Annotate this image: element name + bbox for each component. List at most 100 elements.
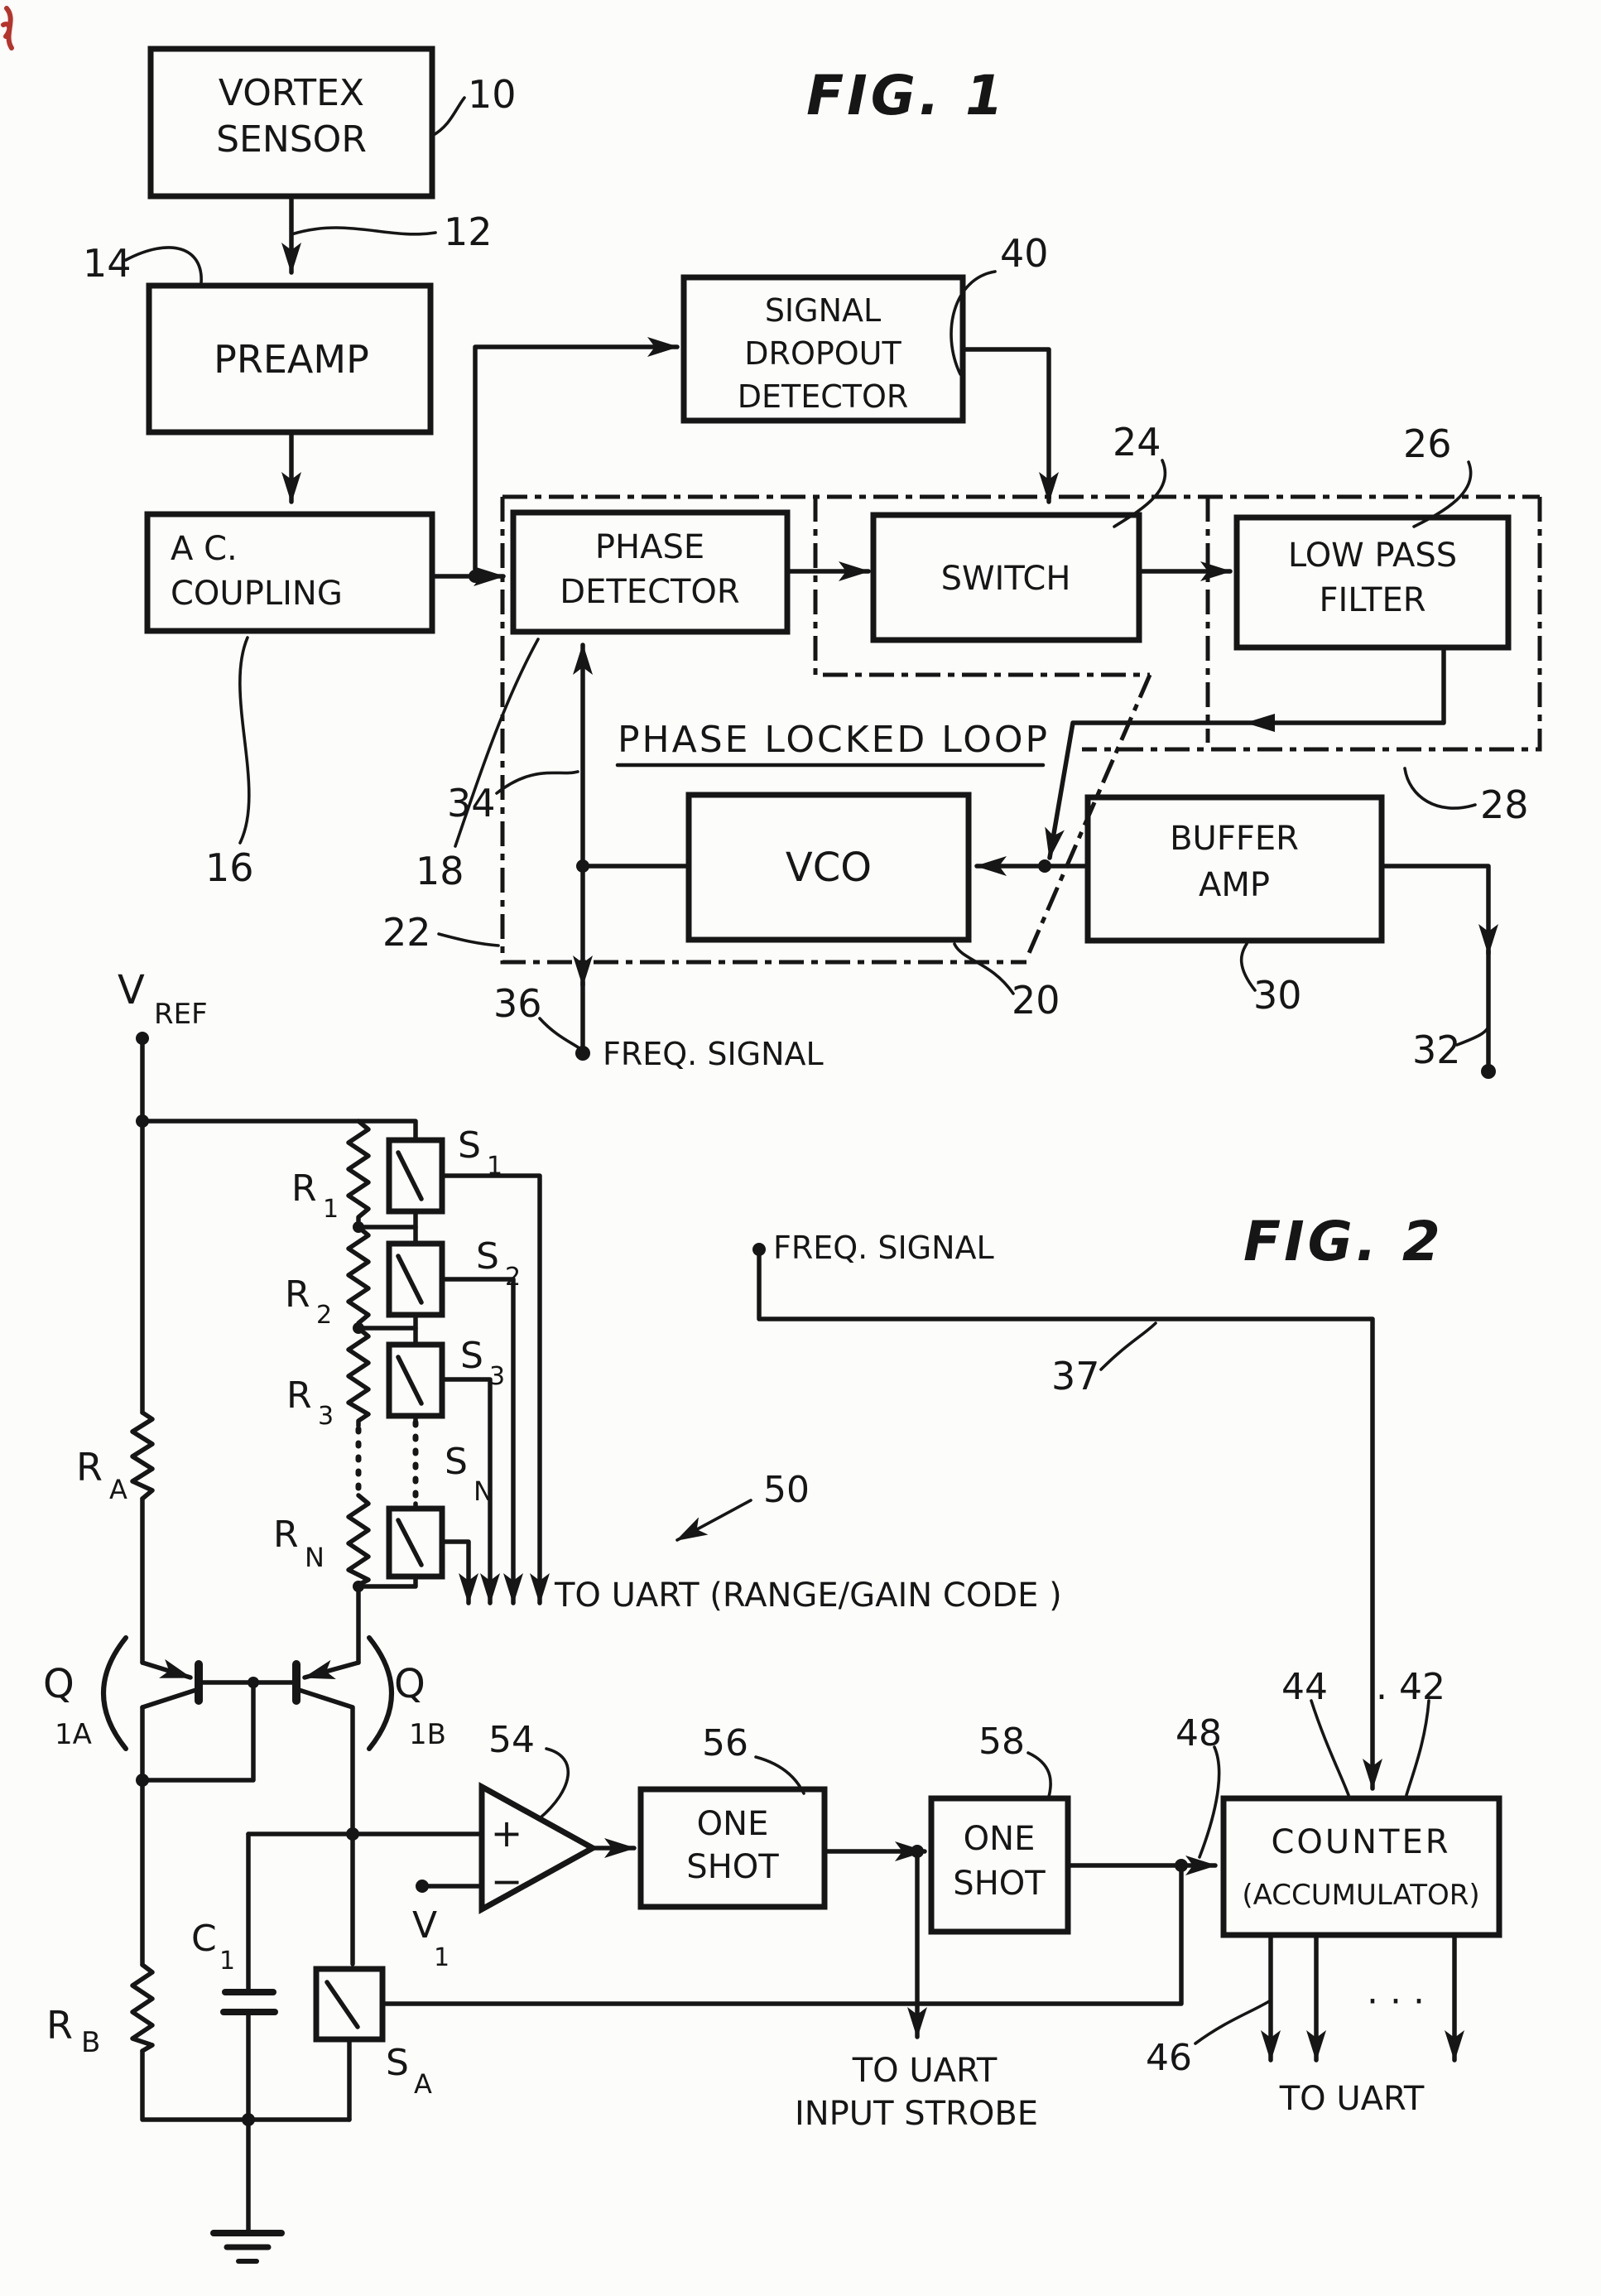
ra-label-sub: A	[109, 1474, 127, 1505]
ref-56: 56	[702, 1722, 748, 1764]
ref-46: 46	[1146, 2037, 1192, 2079]
ellipsis-dots: · · ·	[1367, 1981, 1425, 2023]
fig2-title: FIG. 2	[1243, 1210, 1444, 1273]
dashdot-switch-group	[813, 497, 1150, 677]
q1b-collector	[294, 1687, 355, 1966]
q1a-label: Q	[43, 1661, 75, 1707]
ref-26: 26	[1403, 421, 1452, 466]
signal-dropout-label: DETECTOR	[738, 378, 909, 415]
to-uart-range-label: TO UART (RANGE/GAIN CODE )	[554, 1576, 1062, 1615]
s2-output	[440, 1277, 523, 1605]
v1-label-sub: 1	[434, 1943, 450, 1972]
ref-42: . 42	[1376, 1666, 1445, 1708]
s2-label: S	[476, 1235, 499, 1278]
ref-54: 54	[488, 1719, 535, 1761]
ref-30: 30	[1253, 973, 1302, 1018]
switch-sa	[313, 1966, 386, 2043]
leader-14	[124, 246, 203, 285]
leader-10	[430, 96, 466, 137]
ladder-bottom	[356, 1574, 418, 1589]
leader-56	[754, 1755, 805, 1795]
low-pass-filter-label: LOW PASS	[1288, 537, 1457, 575]
rn-label: R	[273, 1514, 299, 1556]
to-uart-strobe-label: TO UART	[852, 2052, 998, 2090]
counter-box	[1220, 1795, 1502, 1938]
buffer-amp-box	[1084, 794, 1385, 944]
terminal-dot-32	[1481, 1064, 1496, 1079]
comparator-plus: +	[491, 1811, 523, 1856]
rb-label-sub: B	[81, 2026, 100, 2059]
resistor-r3	[346, 1326, 371, 1428]
c1-label-sub: 1	[219, 1947, 235, 1976]
ref-37: 37	[1051, 1354, 1100, 1398]
wire-dropout-switch	[960, 347, 1059, 504]
dashdot-pll	[500, 497, 1026, 965]
preamp-label: PREAMP	[214, 337, 369, 382]
q1a-emitter	[140, 1658, 193, 1680]
r2-label-sub: 2	[316, 1301, 332, 1330]
q1b-emitter	[302, 1659, 361, 1680]
counter-label: (ACCUMULATOR)	[1242, 1879, 1479, 1912]
switch-label: SWITCH	[941, 560, 1071, 598]
switch-box	[870, 512, 1142, 643]
r1-label-sub: 1	[323, 1195, 339, 1224]
pll-label: PHASE LOCKED LOOP	[618, 719, 1050, 761]
r2-label: R	[285, 1273, 310, 1316]
q1b-label-sub: 1B	[409, 1718, 446, 1751]
switch-s1-blade	[396, 1150, 424, 1201]
sn-label-sub: N	[474, 1475, 493, 1507]
to-uart-strobe-label: INPUT STROBE	[795, 2095, 1038, 2133]
ac-coupling-label: COUPLING	[171, 575, 343, 613]
comparator	[478, 1782, 599, 1914]
leader-34	[495, 770, 579, 795]
s3-label: S	[460, 1335, 483, 1377]
leader-12	[290, 226, 437, 236]
ref-12: 12	[444, 209, 493, 254]
sn-output	[440, 1539, 478, 1605]
ladder-link	[356, 1225, 418, 1246]
ref-44: 44	[1281, 1666, 1328, 1708]
dashdot-lpf-right	[1082, 497, 1542, 752]
vortex-sensor-label: VORTEX	[219, 72, 364, 114]
wire-freq-counter	[757, 1247, 1382, 1791]
dashdot-pll-slant	[1024, 674, 1152, 960]
ref-28: 28	[1480, 782, 1529, 827]
buffer-amp-label: BUFFER	[1170, 820, 1299, 858]
leader-26	[1412, 460, 1473, 528]
r3-label-sub: 3	[318, 1402, 334, 1431]
diode-connect	[145, 1680, 256, 1783]
resistor-r2	[346, 1225, 371, 1331]
sn-label: S	[445, 1441, 468, 1483]
fig1-freq-signal-label: FREQ. SIGNAL	[603, 1036, 824, 1072]
leader-50	[675, 1499, 752, 1542]
ac-coupling-label: A C.	[171, 530, 238, 568]
ref-10: 10	[468, 72, 517, 117]
junction-dot	[578, 962, 588, 972]
scan-artifact	[1, 6, 14, 51]
phase-detector-label: PHASE	[595, 528, 704, 566]
figure-1: FIG. 1 VORTEX SENSOR 10 12 14 PREAMP A C…	[83, 46, 1542, 1079]
q1b-label: Q	[394, 1661, 425, 1707]
leader-20	[953, 942, 1015, 995]
ref-18: 18	[416, 849, 464, 893]
fig2-freq-signal-label: FREQ. SIGNAL	[773, 1230, 994, 1266]
s1-label: S	[458, 1124, 481, 1167]
rn-label-sub: N	[305, 1542, 325, 1573]
leader-28	[1403, 767, 1477, 810]
r1-label: R	[291, 1167, 317, 1210]
leader-48	[1198, 1745, 1221, 1859]
one-shot-1-box	[637, 1786, 828, 1910]
wire-tap-dropout	[473, 337, 680, 579]
leader-40	[950, 270, 997, 376]
vco-label: VCO	[786, 845, 872, 891]
leader-32	[1455, 1027, 1489, 1047]
q1a-label-sub: 1A	[55, 1718, 92, 1751]
ref-50: 50	[763, 1469, 810, 1511]
s3-label-sub: 3	[489, 1362, 505, 1391]
ac-coupling-box	[144, 511, 435, 634]
ladder-top	[140, 1119, 418, 1143]
buffer-amp-label: AMP	[1199, 866, 1270, 904]
switch-sa-blade	[325, 1980, 360, 2029]
